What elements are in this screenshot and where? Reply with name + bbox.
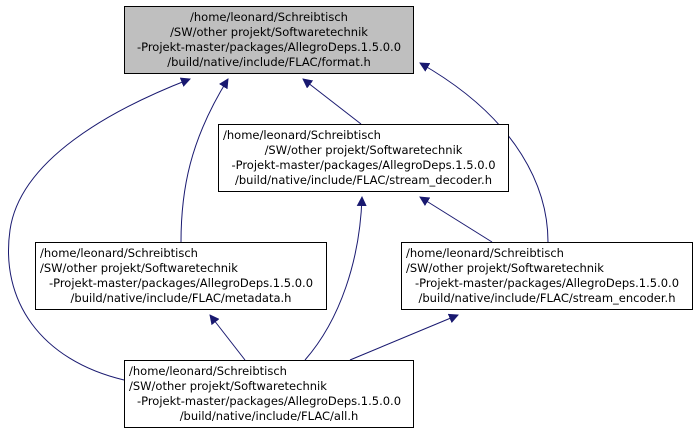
node-format-h-line-2: /SW/other projekt/Softwaretechnik [170,25,368,39]
node-format-h: /home/leonard/Schreibtisch /SW/other pro… [124,6,414,74]
node-metadata-h-line-1: /home/leonard/Schreibtisch [40,246,198,260]
edge-all-h-to-format-h [8,77,191,381]
node-metadata-h-line-2: /SW/other projekt/Softwaretechnik [40,261,238,275]
node-stream-encoder-h-line-2: /SW/other projekt/Softwaretechnik [406,261,604,275]
node-all-h-line-4: /build/native/include/FLAC/all.h [179,409,359,423]
node-stream-decoder-h-line-1: /home/leonard/Schreibtisch [223,128,381,142]
node-stream-encoder-h-line-1: /home/leonard/Schreibtisch [406,246,564,260]
edge-stream-decoder-h-to-format-h [302,78,362,125]
node-stream-decoder-h-line-4: /build/native/include/FLAC/stream_decode… [235,173,492,187]
edge-stream-encoder-h-to-format-h [419,62,549,243]
edge-all-h-to-stream-decoder-h [304,196,367,361]
node-all-h-line-2: /SW/other projekt/Softwaretechnik [129,379,327,393]
edge-stream-encoder-h-to-stream-decoder-h [419,196,493,243]
node-metadata-h-line-3: -Projekt-master/packages/AllegroDeps.1.5… [48,276,314,290]
node-stream-encoder-h[interactable]: /home/leonard/Schreibtisch /SW/other pro… [401,242,693,310]
node-stream-decoder-h[interactable]: /home/leonard/Schreibtisch /SW/other pro… [218,124,509,192]
node-format-h-line-1: /home/leonard/Schreibtisch [190,10,348,24]
node-all-h-line-1: /home/leonard/Schreibtisch [129,364,287,378]
node-stream-decoder-h-line-2: /SW/other projekt/Softwaretechnik [264,143,463,157]
node-format-h-line-3: -Projekt-master/packages/AllegroDeps.1.5… [136,40,402,54]
node-metadata-h-line-4: /build/native/include/FLAC/metadata.h [70,291,292,305]
node-all-h-line-3: -Projekt-master/packages/AllegroDeps.1.5… [136,394,402,408]
node-stream-encoder-h-line-3: -Projekt-master/packages/AllegroDeps.1.5… [414,276,680,290]
node-stream-decoder-h-line-3: -Projekt-master/packages/AllegroDeps.1.5… [231,158,496,172]
edge-all-h-to-stream-encoder-h [349,313,459,361]
node-all-h[interactable]: /home/leonard/Schreibtisch /SW/other pro… [124,360,414,428]
node-format-h-line-4: /build/native/include/FLAC/format.h [167,55,371,69]
node-stream-encoder-h-line-4: /build/native/include/FLAC/stream_encode… [418,291,676,305]
edge-all-h-to-metadata-h [209,314,246,361]
edge-metadata-h-to-format-h [180,78,229,243]
node-metadata-h[interactable]: /home/leonard/Schreibtisch /SW/other pro… [35,242,327,310]
